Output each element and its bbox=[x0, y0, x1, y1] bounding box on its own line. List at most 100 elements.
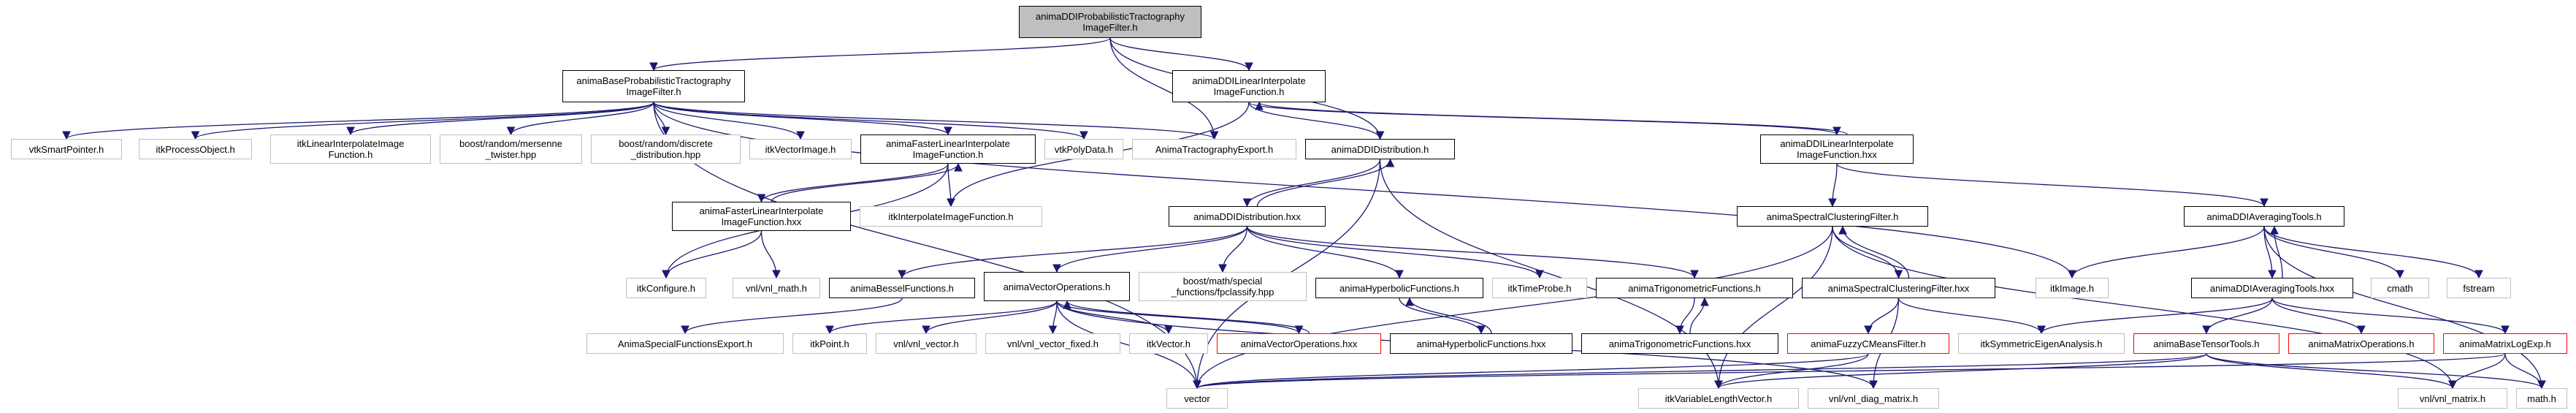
graph-node-animavectoroperations-hxx[interactable]: animaVectorOperations.hxx bbox=[1217, 333, 1381, 354]
graph-node-animatrigonometricfunctions-h[interactable]: animaTrigonometricFunctions.h bbox=[1596, 278, 1793, 298]
edge-basetensor-to-mathh bbox=[2206, 353, 2546, 390]
edge-basetensor-to-vnlmatrix bbox=[2206, 353, 2457, 390]
graph-node-itkpoint-h: itkPoint.h bbox=[792, 333, 867, 354]
edge-ddidisthxx-to-vecops bbox=[1052, 226, 1248, 273]
graph-node-animaspecialfunctionsexport-h: AnimaSpecialFunctionsExport.h bbox=[586, 333, 784, 354]
graph-node-animaddiaveragingtools-h[interactable]: animaDDIAveragingTools.h bbox=[2184, 206, 2344, 227]
graph-node-animavectoroperations-h[interactable]: animaVectorOperations.h bbox=[984, 272, 1130, 301]
edge-baseprob-to-itkimage bbox=[653, 102, 2076, 279]
edge-spech-to-itkvlv bbox=[1714, 226, 1833, 390]
graph-node-animaddiaveragingtools-hxx[interactable]: animaDDIAveragingTools.hxx bbox=[2191, 278, 2353, 298]
edge-ddilinhxx-to-ddiavgh bbox=[1836, 163, 2269, 208]
graph-node-animafasterlinearinterpolate-imagefunction-hxx[interactable]: animaFasterLinearInterpolate ImageFuncti… bbox=[672, 202, 851, 231]
graph-node-vnl-vnl-math-h: vnl/vnl_math.h bbox=[733, 278, 820, 298]
edge-spechxx-to-symeig bbox=[1897, 298, 2046, 335]
graph-node-cmath: cmath bbox=[2371, 278, 2429, 298]
graph-node-animaspectralclusteringfilter-h[interactable]: animaSpectralClusteringFilter.h bbox=[1737, 206, 1928, 227]
graph-node-animamatrixlogexp-h[interactable]: animaMatrixLogExp.h bbox=[2443, 333, 2567, 354]
edge-fuzzyh-to-vector bbox=[1193, 353, 1869, 390]
graph-node-animabesselfunctions-h[interactable]: animaBesselFunctions.h bbox=[829, 278, 975, 298]
graph-node-boost-random-discrete-distribution-hpp: boost/random/discrete _distribution.hpp bbox=[591, 134, 741, 164]
edge-root-to-tractexp bbox=[1109, 37, 1219, 140]
graph-node-itkimage-h: itkImage.h bbox=[2036, 278, 2109, 298]
graph-node-vector: vector bbox=[1166, 388, 1228, 409]
graph-node-vnl-vnl-vector-fixed-h: vnl/vnl_vector_fixed.h bbox=[985, 333, 1120, 354]
graph-node-itksymmetriceigenanalysis-h: itkSymmetricEigenAnalysis.h bbox=[1958, 333, 2125, 354]
edge-ddiavghxx-to-matops bbox=[2271, 298, 2366, 335]
edge-ddidisthxx-to-hyperh bbox=[1246, 226, 1404, 279]
graph-node-vnl-vnl-vector-h: vnl/vnl_vector.h bbox=[876, 333, 976, 354]
graph-node-animaspectralclusteringfilter-hxx[interactable]: animaSpectralClusteringFilter.hxx bbox=[1802, 278, 1995, 298]
graph-node-animaddidistribution-hxx[interactable]: animaDDIDistribution.hxx bbox=[1169, 206, 1326, 227]
edge-vecops-to-vector bbox=[1056, 300, 1201, 390]
edge-matlog-to-vector bbox=[1193, 353, 2506, 390]
graph-node-boost-random-mersenne-twister-hpp: boost/random/mersenne _twister.hpp bbox=[440, 134, 582, 164]
graph-node-itkprocessobject-h: itkProcessObject.h bbox=[139, 139, 252, 159]
graph-node-animabaseprobabilistictractography-imagefilter-h[interactable]: animaBaseProbabilisticTractography Image… bbox=[562, 70, 745, 102]
edge-vecops-to-vecopshxx bbox=[1056, 300, 1304, 335]
edge-basetensor-to-vector bbox=[1193, 353, 2207, 390]
graph-node-itkinterpolateimagefunction-h: itkInterpolateImageFunction.h bbox=[860, 206, 1042, 227]
edge-root-to-ddilinh bbox=[1109, 37, 1253, 72]
graph-node-itkconfigure-h: itkConfigure.h bbox=[626, 278, 706, 298]
edge-bessel-to-specexp bbox=[681, 298, 903, 335]
graph-node-animatrigonometricfunctions-hxx[interactable]: animaTrigonometricFunctions.hxx bbox=[1581, 333, 1778, 354]
edge-ddidisthxx-to-ddidisth bbox=[1256, 158, 1395, 207]
graph-node-animafuzzycmeansfilter-h[interactable]: animaFuzzyCMeansFilter.h bbox=[1787, 333, 1949, 354]
graph-node-vnl-vnl-diag-matrix-h: vnl/vnl_diag_matrix.h bbox=[1808, 388, 1939, 409]
edge-fastlinh-to-itkinterp bbox=[947, 163, 955, 208]
edge-trigh-to-trighxx bbox=[1675, 298, 1695, 335]
edge-baseprob-to-mersenne bbox=[506, 102, 654, 136]
edge-ddidisthxx-to-fpclass bbox=[1218, 226, 1248, 273]
graph-node-fstream: fstream bbox=[2447, 278, 2511, 298]
edge-fuzzyh-to-itkvlv bbox=[1714, 353, 1869, 390]
edge-trighxx-to-trigh bbox=[1689, 297, 1709, 334]
edge-baseprob-to-itklinimg bbox=[346, 102, 654, 136]
edge-vecops-to-itkvector bbox=[1056, 300, 1173, 335]
graph-node-animamatrixoperations-h[interactable]: animaMatrixOperations.h bbox=[2288, 333, 2434, 354]
edge-baseprob-to-tractexp bbox=[653, 102, 1219, 140]
edge-ddiavghxx-to-ddiavgh bbox=[2270, 225, 2283, 279]
graph-node-animatractographyexport-h: AnimaTractographyExport.h bbox=[1132, 139, 1296, 159]
graph-node-animafasterlinearinterpolate-imagefunction-h[interactable]: animaFasterLinearInterpolate ImageFuncti… bbox=[860, 134, 1036, 164]
graph-node-vtkpolydata-h: vtkPolyData.h bbox=[1044, 139, 1123, 159]
graph-node-vnl-vnl-matrix-h: vnl/vnl_matrix.h bbox=[2398, 388, 2507, 409]
edge-spech-to-vnlmatrix bbox=[1832, 226, 2457, 390]
edge-root-to-baseprob bbox=[649, 37, 1111, 72]
edge-vecopshxx-to-vecops bbox=[1063, 300, 1310, 334]
edge-ddiavgh-to-cmath bbox=[2263, 226, 2404, 279]
edge-fastlinhxx-to-itkconf bbox=[662, 230, 763, 279]
edge-layer bbox=[62, 37, 2546, 390]
edge-ddilinhxx-to-spech bbox=[1828, 163, 1838, 208]
edge-matlog-to-mathh bbox=[2504, 353, 2546, 390]
graph-node-animabasetensortools-h[interactable]: animaBaseTensorTools.h bbox=[2133, 333, 2279, 354]
graph-node-animaddiprobabilistictractography-imagefilter-h[interactable]: animaDDIProbabilisticTractography ImageF… bbox=[1019, 6, 1201, 38]
edge-basetensor-to-itkvlv bbox=[1714, 353, 2207, 390]
graph-node-animaddidistribution-h[interactable]: animaDDIDistribution.h bbox=[1305, 139, 1455, 159]
edge-ddidisth-to-ddidisthxx bbox=[1242, 159, 1381, 208]
graph-node-animahyperbolicfunctions-hxx[interactable]: animaHyperbolicFunctions.hxx bbox=[1390, 333, 1572, 354]
edge-ddidisthxx-to-bessel bbox=[898, 226, 1248, 279]
graph-node-animahyperbolicfunctions-h[interactable]: animaHyperbolicFunctions.h bbox=[1315, 278, 1483, 298]
graph-node-itkvector-h: itkVector.h bbox=[1129, 333, 1208, 354]
graph-node-vtksmartpointer-h: vtkSmartPointer.h bbox=[11, 139, 122, 159]
edge-ddilinh-to-ddidisth bbox=[1248, 102, 1385, 140]
edge-vecops-to-itkpoint bbox=[825, 300, 1058, 335]
edge-fastlinh-to-fastlinhxx bbox=[757, 163, 949, 203]
edge-baseprob-to-itkproc bbox=[191, 102, 654, 140]
graph-node-animaddilinearinterpolate-imagefunction-hxx[interactable]: animaDDILinearInterpolate ImageFunction.… bbox=[1760, 134, 1914, 164]
edge-hyperh-to-hyperhxx bbox=[1399, 298, 1486, 335]
graph-node-itklinearinterpolateimage-function-h: itkLinearInterpolateImage Function.h bbox=[270, 134, 431, 164]
edge-spech-to-spechxx bbox=[1832, 226, 1903, 279]
edge-fastlinhxx-to-vnlmath bbox=[760, 230, 781, 279]
edge-baseprob-to-vtkpoly bbox=[653, 102, 1088, 140]
edge-ddiavgh-to-itkimage bbox=[2068, 226, 2265, 279]
edge-baseprob-to-fastlinh bbox=[653, 102, 952, 136]
edge-ddidisth-to-itkvlv bbox=[1379, 159, 1723, 390]
graph-node-itktimeprobe-h: itkTimeProbe.h bbox=[1492, 278, 1587, 298]
edge-spechxx-to-spech bbox=[1838, 225, 1910, 279]
graph-node-math-h: math.h bbox=[2516, 388, 2567, 409]
graph-node-itkvectorimage-h: itkVectorImage.h bbox=[749, 139, 852, 159]
graph-node-animaddilinearinterpolate-imagefunction-h[interactable]: animaDDILinearInterpolate ImageFunction.… bbox=[1172, 70, 1326, 102]
